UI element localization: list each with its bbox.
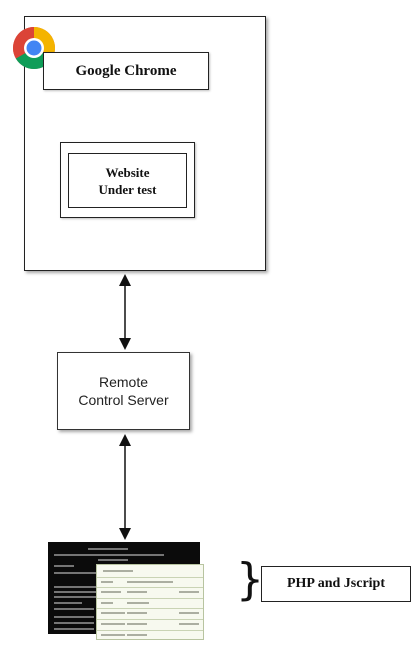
remote-control-server-box: Remote Control Server <box>57 352 190 430</box>
browser-title-label: Google Chrome <box>75 62 177 79</box>
chrome-logo-icon <box>12 26 56 70</box>
php-jscript-box: PHP and Jscript <box>261 566 411 602</box>
website-label-line1: Website <box>105 164 150 180</box>
website-label-line2: Under test <box>98 181 157 197</box>
php-jscript-label: PHP and Jscript <box>286 576 385 591</box>
server-label-line2: Control Server <box>78 392 169 408</box>
server-label-line1: Remote <box>98 374 149 390</box>
website-inner-box: Website Under test <box>68 153 187 208</box>
browser-title-box: Google Chrome <box>43 52 209 90</box>
code-panel-screenshot <box>96 564 204 640</box>
right-brace: } <box>236 554 264 605</box>
